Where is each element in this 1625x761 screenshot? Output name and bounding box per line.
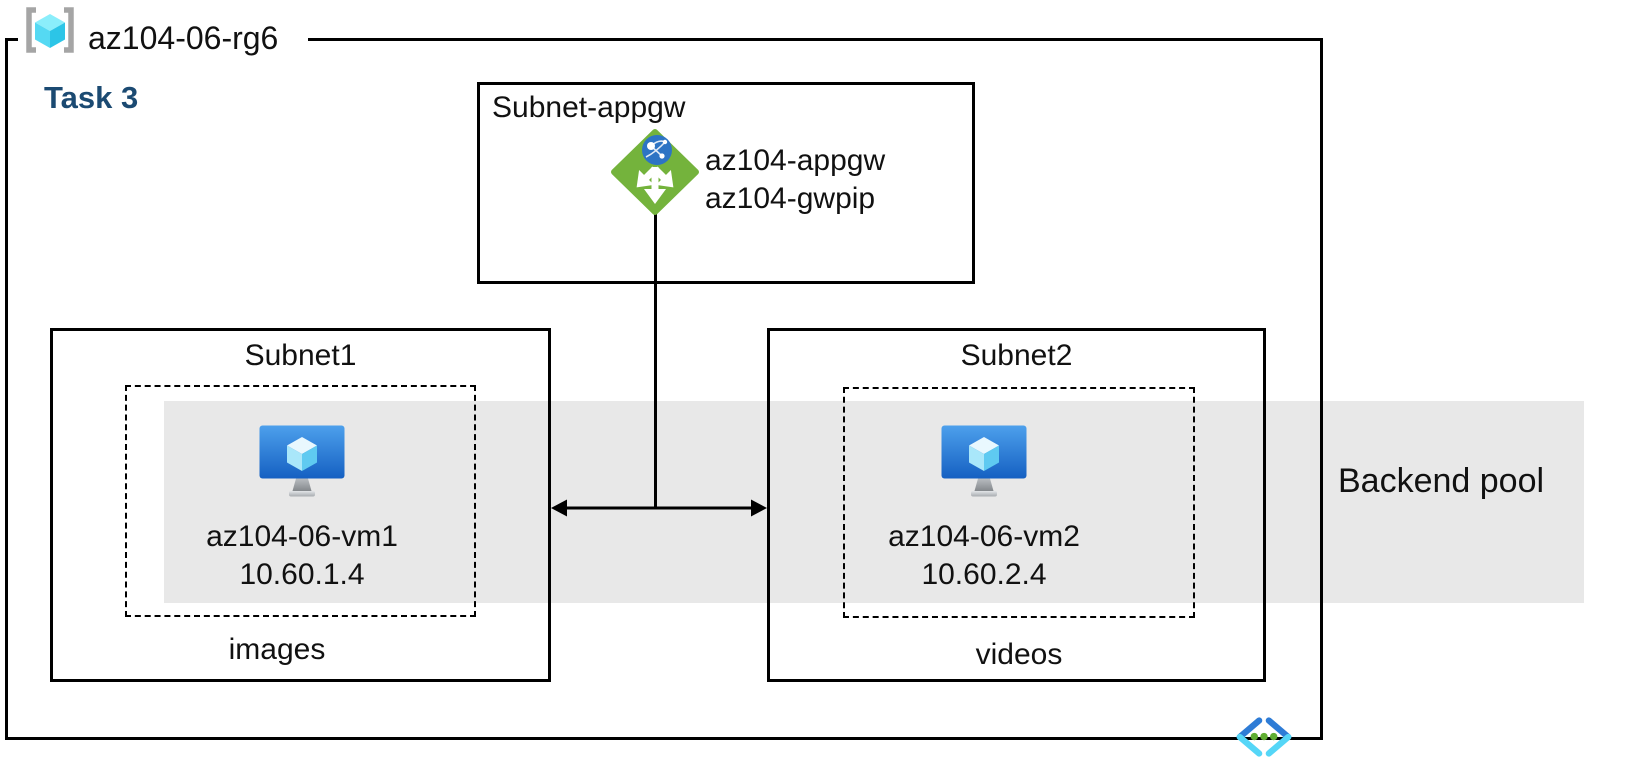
subnet2-vm-labels: az104-06-vm2 10.60.2.4 — [832, 518, 1136, 594]
appgw-resource-names: az104-appgw az104-gwpip — [705, 142, 885, 218]
subnet-appgw-box — [477, 82, 975, 284]
subnet1-vm-dashed-box — [125, 385, 476, 617]
virtual-network-icon — [1236, 717, 1292, 757]
subnet-link-arrow — [551, 499, 767, 517]
vm2-name: az104-06-vm2 — [888, 520, 1080, 553]
backend-pool-label: Backend pool — [1338, 462, 1545, 500]
appgw-public-ip-name: az104-gwpip — [705, 182, 876, 215]
subnet1-storage-label: images — [228, 633, 326, 666]
resource-group-icon — [26, 7, 74, 53]
appgw-to-backend-connector — [654, 212, 657, 509]
virtual-machine-icon — [941, 425, 1027, 497]
subnet2-vm-dashed-box — [843, 387, 1195, 618]
subnet1-vm-labels: az104-06-vm1 10.60.1.4 — [150, 518, 454, 594]
task-heading: Task 3 — [44, 80, 139, 115]
backend-pool-band — [164, 401, 1584, 603]
subnet2-storage-label: videos — [975, 638, 1063, 671]
vm2-ip: 10.60.2.4 — [921, 558, 1047, 591]
subnet1-box — [50, 328, 551, 682]
vm1-ip: 10.60.1.4 — [239, 558, 365, 591]
resource-group-box — [5, 38, 1323, 740]
resource-group-title-strip — [18, 33, 308, 45]
subnet-appgw-label: Subnet-appgw — [492, 91, 686, 124]
subnet1-label: Subnet1 — [244, 339, 357, 372]
vm1-name: az104-06-vm1 — [206, 520, 398, 553]
appgw-name: az104-appgw — [705, 144, 886, 177]
application-gateway-icon — [611, 129, 699, 215]
subnet2-label: Subnet2 — [960, 339, 1073, 372]
resource-group-name: az104-06-rg6 — [88, 20, 279, 56]
virtual-machine-icon — [259, 425, 345, 497]
subnet2-box — [767, 328, 1266, 682]
